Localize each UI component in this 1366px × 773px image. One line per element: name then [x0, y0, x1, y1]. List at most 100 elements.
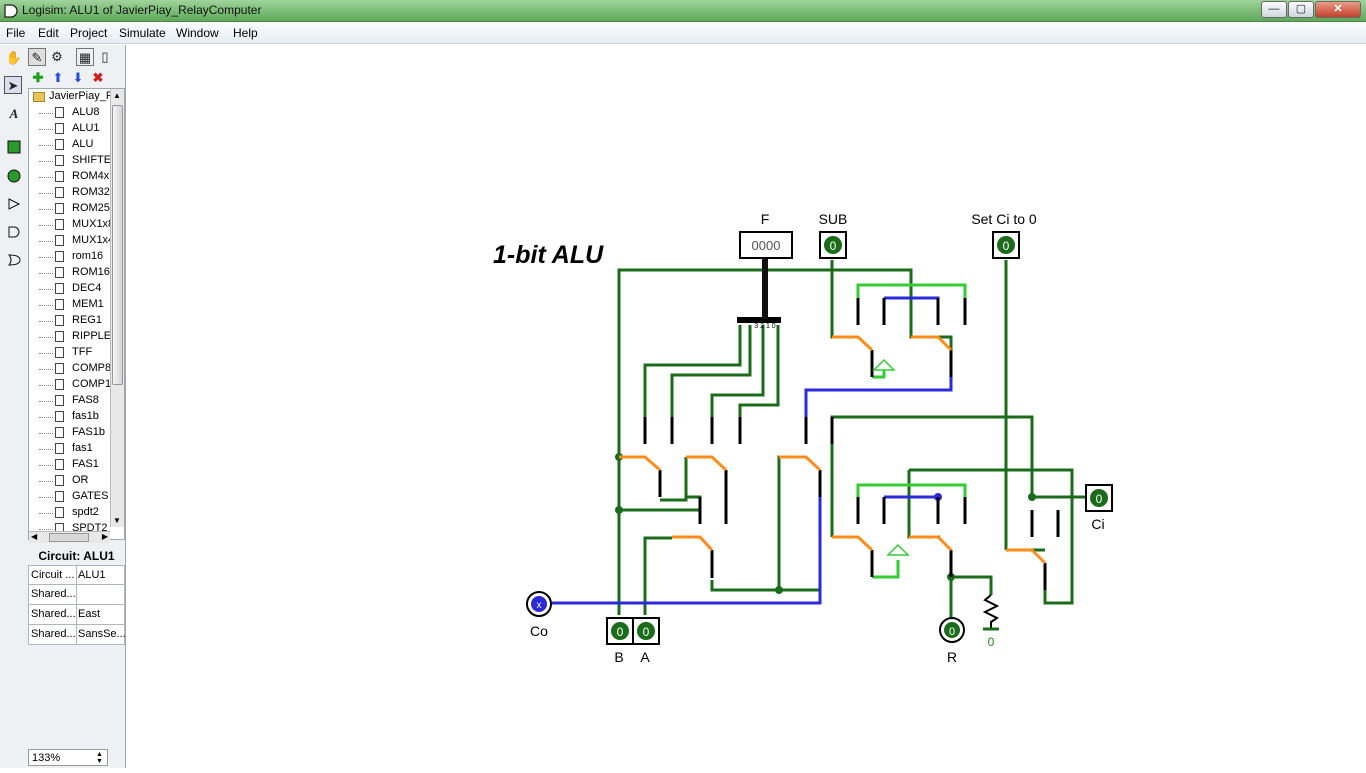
tree-item-circuit[interactable]: TFF [29, 345, 113, 361]
minimize-button[interactable]: — [1261, 1, 1287, 18]
tree-horizontal-scrollbar[interactable]: ◀ ▶ [29, 531, 110, 543]
close-button[interactable]: ✕ [1315, 1, 1361, 18]
tree-item-circuit[interactable]: RIPPLE [29, 329, 113, 345]
edit-appearance-icon[interactable]: ⚙ [51, 49, 63, 64]
property-row[interactable]: Circuit ...ALU1 [28, 565, 125, 585]
pin-a-value: 0 [643, 625, 650, 639]
pin-sub[interactable]: 0 [819, 231, 847, 259]
tree-item-circuit[interactable]: MEM1 [29, 297, 113, 313]
dark-green-wires [617, 260, 1086, 617]
menu-help[interactable]: Help [233, 26, 258, 40]
scroll-down-icon[interactable]: ▼ [113, 516, 121, 525]
pin-b[interactable]: 0 [606, 617, 634, 645]
tree-item-circuit[interactable]: DEC4 [29, 281, 113, 297]
pin-r-value: 0 [949, 626, 955, 638]
tree-item-circuit[interactable]: MUX1x4 [29, 233, 113, 249]
tree-item-circuit[interactable]: fas1b [29, 409, 113, 425]
or-gate-icon[interactable] [5, 253, 23, 271]
tree-item-circuit[interactable]: REG1 [29, 313, 113, 329]
scroll-right-icon[interactable]: ▶ [101, 532, 108, 541]
text-tool-icon[interactable]: A [9, 106, 19, 121]
tree-item-circuit[interactable]: FAS8 [29, 393, 113, 409]
hand-poke-tool-icon[interactable]: ✋ [5, 50, 23, 65]
circuit-layout-icon[interactable]: ▦ [76, 48, 94, 66]
property-value[interactable]: ALU1 [78, 569, 106, 581]
zoom-spinner-icon[interactable]: ▲▼ [96, 751, 103, 765]
output-pin-icon[interactable] [5, 169, 23, 187]
and-gate-icon[interactable] [5, 225, 23, 243]
menu-bar: File Edit Project Simulate Window Help [0, 22, 1366, 44]
scroll-up-icon[interactable]: ▲ [113, 91, 121, 100]
bright-green-wires [856, 283, 967, 579]
property-value[interactable]: SansSe... [78, 628, 125, 640]
window-title: Logisim: ALU1 of JavierPiay_RelayCompute… [22, 3, 262, 17]
power-source-icons [872, 358, 910, 556]
splitter-bits-label: 3 2 1 0 [754, 323, 776, 330]
tree-item-circuit[interactable]: MUX1x8 [29, 217, 113, 233]
tree-hscroll-thumb[interactable] [49, 533, 89, 542]
edit-tool-icon[interactable]: ✎ [28, 48, 46, 66]
property-row[interactable]: Shared...SansSe... [28, 625, 125, 645]
tree-item-label: ROM32 [72, 186, 110, 198]
tree-item-circuit[interactable]: ALU [29, 137, 113, 153]
maximize-button[interactable]: ▢ [1288, 1, 1314, 18]
pin-ci[interactable]: 0 [1085, 484, 1113, 512]
pull-resistor-icon[interactable] [982, 594, 1000, 631]
tree-item-label: FAS8 [72, 394, 99, 406]
move-up-icon[interactable]: ⬆ [52, 70, 64, 85]
tree-item-label: ROM4x [72, 170, 110, 182]
zoom-field[interactable]: 133% [28, 749, 108, 766]
tree-item-circuit[interactable]: COMP8 [29, 361, 113, 377]
tree-item-circuit[interactable]: ROM16 [29, 265, 113, 281]
tree-item-circuit[interactable]: COMP1 [29, 377, 113, 393]
add-circuit-icon[interactable]: ✚ [32, 70, 44, 85]
pin-a[interactable]: 0 [632, 617, 660, 645]
tree-item-circuit[interactable]: spdt2 [29, 505, 113, 521]
circuit-icon [55, 411, 64, 422]
pin-ci-value: 0 [1096, 492, 1103, 506]
tree-vertical-scrollbar[interactable]: ▲ ▼ [110, 89, 124, 527]
tree-item-circuit[interactable]: FAS1 [29, 457, 113, 473]
circuit-canvas[interactable]: 3 2 1 0 1-bit ALU 0000 F 0 SUB 0 Set Ci … [127, 45, 1366, 768]
menu-project[interactable]: Project [70, 26, 108, 40]
pin-co[interactable]: x [526, 591, 552, 617]
label-b: B [614, 649, 623, 665]
circuit-icon [55, 219, 64, 230]
buffer-gate-icon[interactable] [5, 197, 23, 215]
pin-r[interactable]: 0 [939, 617, 965, 643]
tree-item-circuit[interactable]: FAS1b [29, 425, 113, 441]
input-pin-icon[interactable] [5, 140, 23, 158]
menu-window[interactable]: Window [176, 26, 219, 40]
pin-f[interactable]: 0000 [739, 231, 793, 259]
property-key: Shared... [31, 628, 75, 640]
tree-item-circuit[interactable]: ALU1 [29, 121, 113, 137]
property-key: Shared... [31, 608, 75, 620]
tree-item-circuit[interactable]: fas1 [29, 441, 113, 457]
delete-circuit-icon[interactable]: ✖ [92, 70, 104, 85]
tree-item-circuit[interactable]: GATES [29, 489, 113, 505]
property-value[interactable]: East [78, 608, 101, 620]
pin-set-ci[interactable]: 0 [992, 231, 1020, 259]
menu-simulate[interactable]: Simulate [119, 26, 166, 40]
property-row[interactable]: Shared...East [28, 605, 125, 625]
tree-item-circuit[interactable]: OR [29, 473, 113, 489]
appearance-view-icon[interactable]: ▯ [101, 49, 109, 64]
move-down-icon[interactable]: ⬇ [72, 70, 84, 85]
circuit-icon [55, 107, 64, 118]
property-row[interactable]: Shared... [28, 585, 125, 605]
tree-root-project[interactable]: JavierPiay_R [49, 90, 114, 102]
label-ci: Ci [1091, 516, 1104, 532]
scroll-left-icon[interactable]: ◀ [31, 532, 38, 541]
circuit-icon [55, 299, 64, 310]
tree-item-circuit[interactable]: ALU8 [29, 105, 113, 121]
tree-item-circuit[interactable]: ROM4x [29, 169, 113, 185]
tree-item-circuit[interactable]: rom16 [29, 249, 113, 265]
menu-file[interactable]: File [6, 26, 26, 40]
menu-edit[interactable]: Edit [38, 26, 59, 40]
select-tool-icon[interactable]: ➤ [4, 76, 22, 94]
tree-scroll-thumb[interactable] [112, 105, 123, 385]
pin-sub-value: 0 [830, 239, 837, 253]
tree-item-circuit[interactable]: SHIFTEI [29, 153, 113, 169]
tree-item-circuit[interactable]: ROM32 [29, 185, 113, 201]
tree-item-circuit[interactable]: ROM25 [29, 201, 113, 217]
